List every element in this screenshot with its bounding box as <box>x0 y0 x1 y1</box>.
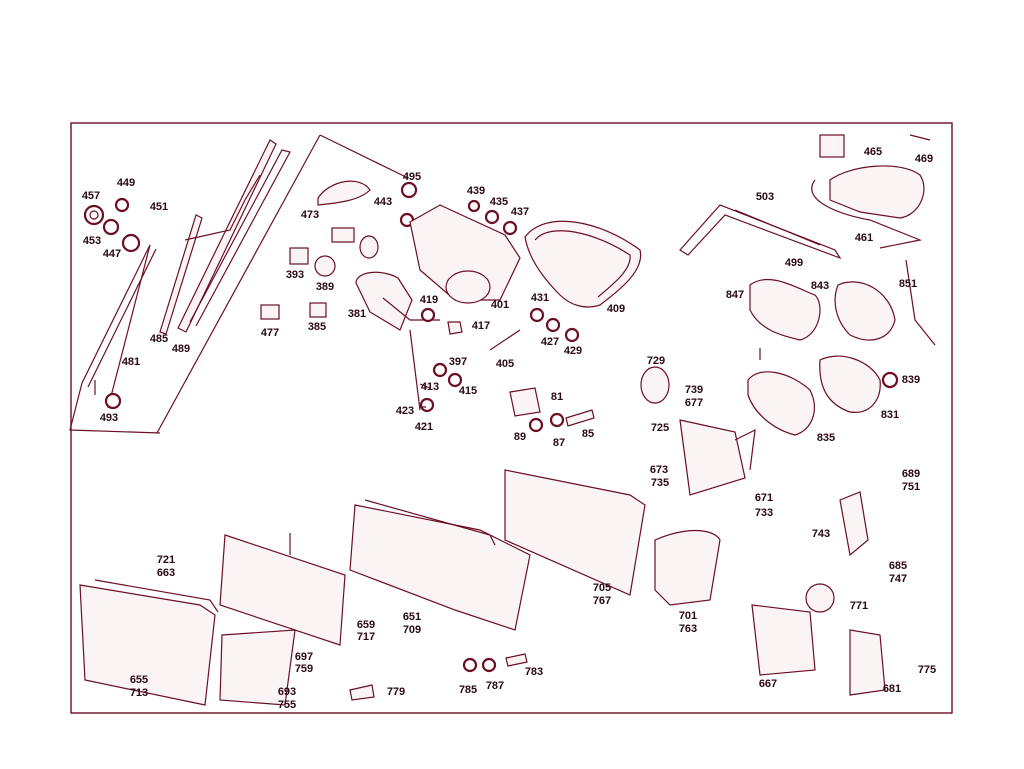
part-number-label: 499 <box>785 257 803 269</box>
part-number-label: 847 <box>726 289 744 301</box>
part-number-label: 735 <box>651 477 669 489</box>
part-number-label: 495 <box>403 171 421 183</box>
part-number-label: 701 <box>679 610 697 622</box>
part-number-label: 659 <box>357 619 375 631</box>
part-number-label: 469 <box>915 153 933 165</box>
part-number-label: 767 <box>593 595 611 607</box>
part-number-label: 725 <box>651 422 669 434</box>
part-number-label: 729 <box>647 355 665 367</box>
part-number-label: 431 <box>531 292 549 304</box>
part-number-label: 457 <box>82 190 100 202</box>
part-number-label: 397 <box>449 356 467 368</box>
part-number-label: 405 <box>496 358 514 370</box>
relay-bolt-group <box>509 387 595 433</box>
part-number-label: 423 <box>396 405 414 417</box>
taillamp-lenses <box>79 499 531 706</box>
part-number-label: 465 <box>864 146 882 158</box>
part-number-label: 705 <box>593 582 611 594</box>
part-number-label: 779 <box>387 686 405 698</box>
part-number-label: 439 <box>467 185 485 197</box>
wiper-arm-assembly <box>69 134 409 434</box>
part-number-label: 485 <box>150 333 168 345</box>
part-number-label: 413 <box>421 381 439 393</box>
part-number-label: 759 <box>295 663 313 675</box>
part-number-label: 721 <box>157 554 175 566</box>
part-number-label: 843 <box>811 280 829 292</box>
part-number-label: 831 <box>881 409 899 421</box>
part-number-label: 85 <box>582 428 594 440</box>
part-number-label: 713 <box>130 687 148 699</box>
connector-cluster <box>260 180 418 320</box>
leader-lines <box>94 348 761 555</box>
part-number-label: 655 <box>130 674 148 686</box>
part-number-label: 503 <box>756 191 774 203</box>
part-number-label: 787 <box>486 680 504 692</box>
part-number-label: 461 <box>855 232 873 244</box>
part-number-label: 417 <box>472 320 490 332</box>
part-number-label: 775 <box>918 664 936 676</box>
part-number-label: 763 <box>679 623 697 635</box>
part-number-label: 427 <box>541 336 559 348</box>
part-number-label: 493 <box>100 412 118 424</box>
part-number-label: 663 <box>157 567 175 579</box>
part-number-label: 89 <box>514 431 526 443</box>
part-number-label: 443 <box>374 196 392 208</box>
headlamp-units-right <box>504 366 886 696</box>
part-number-label: 717 <box>357 631 375 643</box>
part-number-label: 419 <box>420 294 438 306</box>
part-number-label: 697 <box>295 651 313 663</box>
part-number-label: 651 <box>403 611 421 623</box>
part-number-label: 739 <box>685 384 703 396</box>
part-number-label: 393 <box>286 269 304 281</box>
part-number-label: 421 <box>415 421 433 433</box>
wiper-motor-linkage <box>355 199 642 413</box>
part-number-label: 673 <box>650 464 668 476</box>
part-number-label: 381 <box>348 308 366 320</box>
part-number-label: 81 <box>551 391 563 403</box>
part-number-label: 489 <box>172 343 190 355</box>
part-number-label: 449 <box>117 177 135 189</box>
part-number-label: 409 <box>607 303 625 315</box>
part-number-label: 771 <box>850 600 868 612</box>
part-number-label: 671 <box>755 492 773 504</box>
fastener-cluster-left <box>83 197 141 410</box>
part-number-label: 481 <box>122 356 140 368</box>
part-number-label: 447 <box>103 248 121 260</box>
part-number-label: 783 <box>525 666 543 678</box>
part-number-label: 709 <box>403 624 421 636</box>
part-number-label: 429 <box>564 345 582 357</box>
part-number-label: 785 <box>459 684 477 696</box>
part-number-label: 473 <box>301 209 319 221</box>
part-number-label: 389 <box>316 281 334 293</box>
part-number-label: 677 <box>685 397 703 409</box>
part-number-label: 755 <box>278 699 296 711</box>
part-number-label: 689 <box>902 468 920 480</box>
part-number-label: 453 <box>83 235 101 247</box>
part-number-label: 835 <box>817 432 835 444</box>
part-number-label: 87 <box>553 437 565 449</box>
headlamp-gaskets <box>747 259 936 436</box>
part-number-label: 747 <box>889 573 907 585</box>
part-number-label: 681 <box>883 683 901 695</box>
headlamp-wiper-assembly <box>679 134 931 260</box>
part-number-label: 851 <box>899 278 917 290</box>
part-number-label: 839 <box>902 374 920 386</box>
part-number-label: 385 <box>308 321 326 333</box>
part-number-label: 401 <box>491 299 509 311</box>
part-number-label: 743 <box>812 528 830 540</box>
part-number-label: 435 <box>490 196 508 208</box>
part-number-label: 693 <box>278 686 296 698</box>
part-number-label: 437 <box>511 206 529 218</box>
part-number-label: 751 <box>902 481 920 493</box>
part-number-label: 685 <box>889 560 907 572</box>
part-number-label: 451 <box>150 201 168 213</box>
part-number-labels: 4954734434494574514534474394354374194174… <box>82 146 936 711</box>
part-number-label: 667 <box>759 678 777 690</box>
diagram-frame <box>70 122 953 714</box>
part-number-label: 733 <box>755 507 773 519</box>
part-number-label: 477 <box>261 327 279 339</box>
part-number-label: 415 <box>459 385 477 397</box>
